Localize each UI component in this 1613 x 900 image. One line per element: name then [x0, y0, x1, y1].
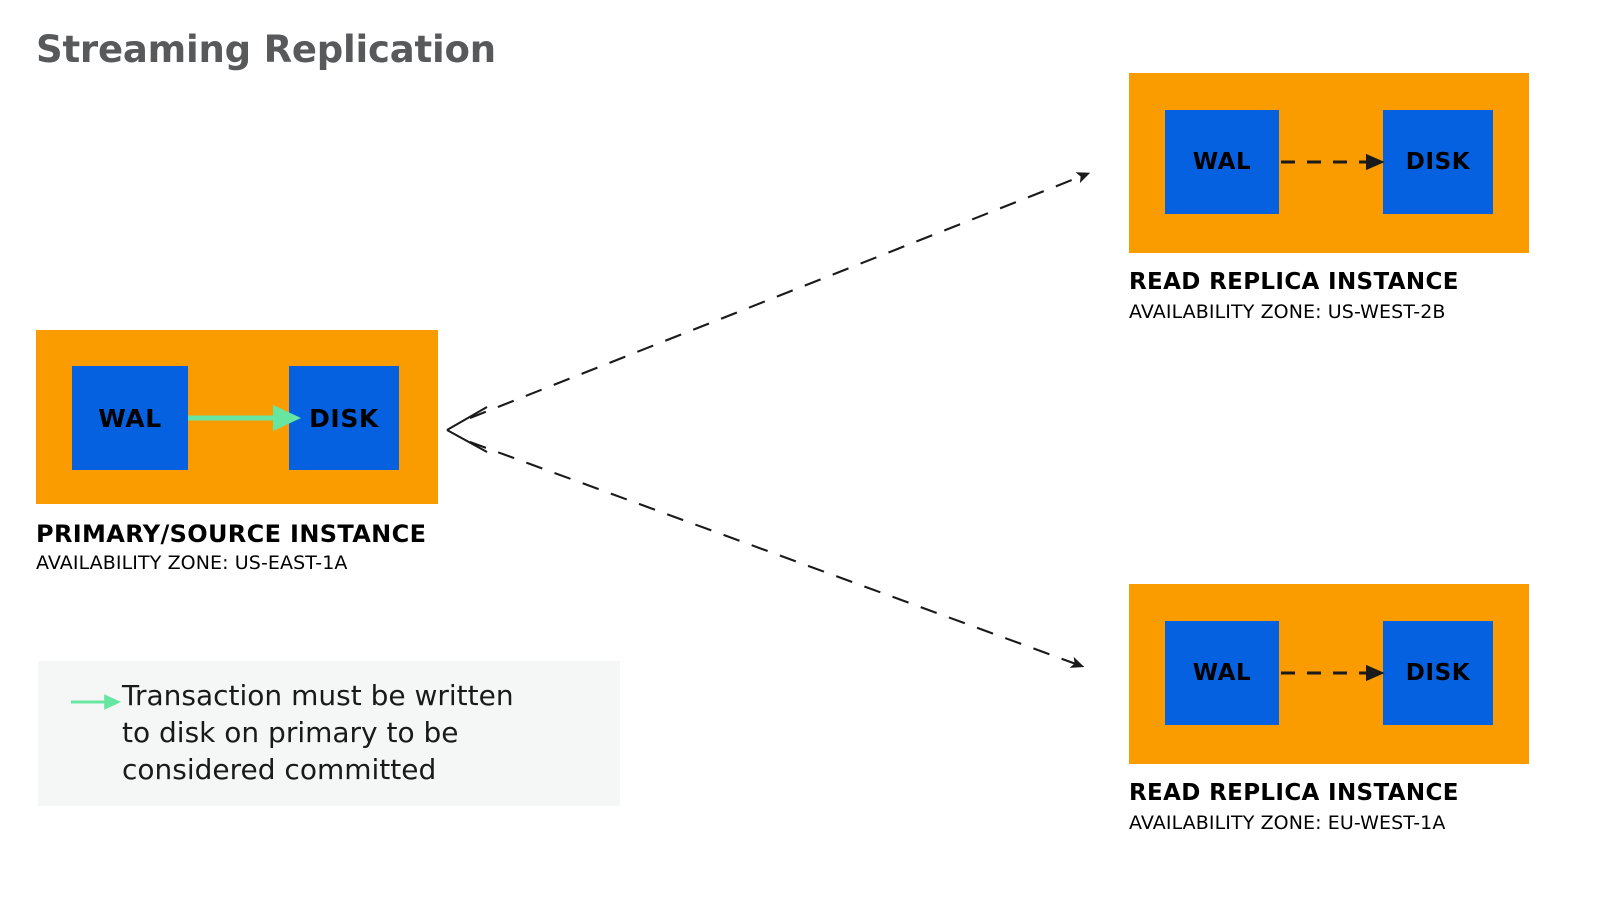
replica-b-instance-box: WAL DISK — [1129, 584, 1529, 764]
replica-a-wal-label: WAL — [1192, 149, 1252, 175]
connector-fork-upper — [446, 406, 488, 431]
replica-b-disk-node: DISK — [1383, 621, 1493, 725]
replica-b-instance-title: READ REPLICA INSTANCE — [1129, 780, 1459, 806]
replica-b-wal-label: WAL — [1192, 660, 1252, 686]
green-arrow-icon — [71, 694, 121, 710]
replica-b-instance-zone: AVAILABILITY ZONE: EU-WEST-1A — [1129, 812, 1446, 834]
primary-instance-box: WAL DISK — [36, 330, 438, 504]
replica-a-disk-node: DISK — [1383, 110, 1493, 214]
connector-primary-to-replica-b — [469, 441, 1085, 668]
primary-instance-group[interactable]: WAL DISK PRIMARY/SOURCE INSTANCE AVAILAB… — [36, 330, 438, 574]
primary-disk-node: DISK — [289, 366, 399, 470]
replica-instance-group-a[interactable]: WAL DISK READ REPLICA INSTANCE AVAILABIL… — [1129, 73, 1529, 323]
connector-primary-to-replica-a — [469, 172, 1091, 419]
connector-fork-lower — [446, 429, 488, 453]
legend-line-1: Transaction must be written — [122, 679, 514, 712]
replica-a-instance-box: WAL DISK — [1129, 73, 1529, 253]
legend-line-2: to disk on primary to be — [122, 716, 459, 749]
replica-b-wal-node: WAL — [1165, 621, 1279, 725]
legend-text: Transaction must be written to disk on p… — [122, 677, 592, 788]
replica-a-instance-zone: AVAILABILITY ZONE: US-WEST-2B — [1129, 301, 1446, 323]
replica-a-instance-title: READ REPLICA INSTANCE — [1129, 269, 1459, 295]
page-title: Streaming Replication — [36, 28, 496, 71]
primary-wal-node: WAL — [72, 366, 188, 470]
replica-b-disk-label: DISK — [1405, 660, 1471, 686]
legend-line-3: considered committed — [122, 753, 437, 786]
primary-wal-label: WAL — [98, 403, 162, 433]
replica-instance-group-b[interactable]: WAL DISK READ REPLICA INSTANCE AVAILABIL… — [1129, 584, 1529, 834]
replica-a-disk-label: DISK — [1405, 149, 1471, 175]
legend-box: Transaction must be written to disk on p… — [38, 661, 620, 806]
primary-instance-title: PRIMARY/SOURCE INSTANCE — [36, 520, 427, 548]
primary-disk-label: DISK — [309, 403, 379, 433]
primary-instance-zone: AVAILABILITY ZONE: US-EAST-1A — [36, 552, 348, 574]
replica-a-wal-node: WAL — [1165, 110, 1279, 214]
